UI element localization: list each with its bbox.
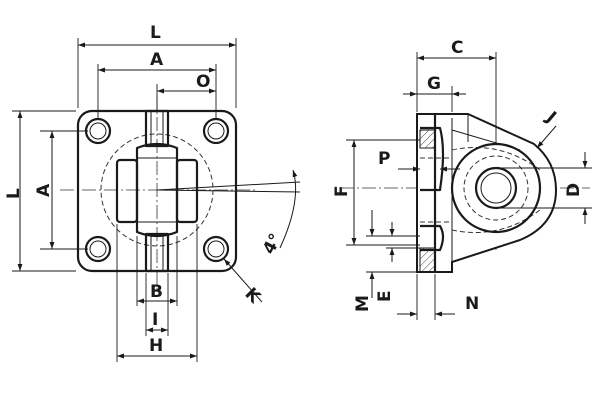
dim-label-d: D bbox=[564, 183, 584, 197]
dim-label-l-top: L bbox=[150, 23, 161, 43]
k-leader bbox=[223, 258, 263, 303]
dim-label-k: K bbox=[241, 284, 265, 308]
pocket-top bbox=[420, 126, 445, 192]
dim-label-i: I bbox=[152, 310, 158, 330]
dim-label-g: G bbox=[427, 74, 441, 94]
bore-inner bbox=[474, 166, 518, 210]
side-view: C G J P F D M E bbox=[332, 38, 592, 320]
hatch-top bbox=[419, 129, 436, 149]
center-slot-left bbox=[115, 158, 139, 224]
dim-label-a-side: A bbox=[34, 183, 54, 197]
dim-label-c: C bbox=[451, 38, 463, 58]
dim-label-h: H bbox=[149, 336, 163, 356]
angle-ray-1 bbox=[156, 181, 301, 191]
dim-label-p: P bbox=[378, 149, 390, 169]
bottom-neck bbox=[144, 232, 170, 273]
dim-label-a-top: A bbox=[150, 50, 164, 70]
dim-label-o: O bbox=[196, 72, 210, 92]
dim-label-n: N bbox=[465, 294, 479, 314]
pocket-bottom bbox=[420, 224, 445, 252]
bolt-hole-top-right bbox=[202, 117, 230, 145]
bolt-hole-bottom-left bbox=[84, 235, 112, 263]
bolt-hole-top-left bbox=[84, 117, 112, 145]
front-view: 4° K L A O L A B bbox=[4, 23, 301, 362]
bracket-body bbox=[416, 113, 558, 273]
hatch-bottom bbox=[419, 247, 436, 273]
dim-label-f: F bbox=[332, 185, 352, 197]
top-neck bbox=[144, 109, 170, 148]
dim-label-e: E bbox=[375, 290, 395, 302]
j-leader bbox=[536, 125, 557, 149]
bore-hidden bbox=[463, 155, 529, 221]
angle-label: 4° bbox=[259, 230, 286, 257]
angle-ray-2 bbox=[156, 189, 301, 193]
dim-label-l-side: L bbox=[4, 188, 24, 199]
dim-label-j: J bbox=[541, 107, 559, 127]
bolt-hole-bottom-right bbox=[202, 235, 230, 263]
dim-label-b: B bbox=[150, 282, 163, 302]
dim-label-m: M bbox=[353, 295, 373, 312]
angle-arc bbox=[279, 169, 298, 249]
hidden-circle bbox=[100, 133, 214, 247]
